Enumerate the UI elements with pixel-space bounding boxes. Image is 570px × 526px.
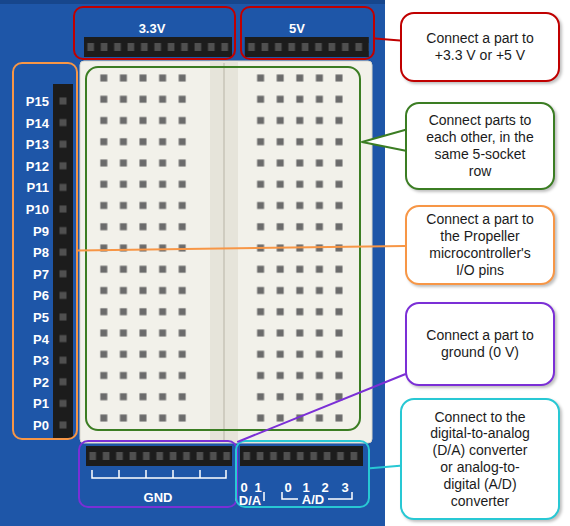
leader-line: [238, 374, 405, 441]
io-header-holes: [53, 90, 73, 436]
header-highlight: 010123D/AA/D: [235, 440, 370, 508]
pin-label: A/D: [302, 493, 324, 506]
pin-label: 1: [254, 481, 261, 494]
power-header-holes: [84, 37, 232, 57]
callout-box: Connect parts to each other, in the same…: [405, 102, 555, 190]
pin-label: P13: [26, 138, 49, 151]
pin-label: P9: [33, 224, 49, 237]
board-pcb: [0, 0, 385, 526]
pin-label: P12: [26, 159, 49, 172]
breadboard-holes: [251, 67, 349, 428]
pin-label: P7: [33, 267, 49, 280]
converter-header: [240, 446, 363, 466]
breadboard-holes: [94, 67, 192, 428]
power-header: [84, 37, 232, 57]
pin-label: P4: [33, 332, 49, 345]
ground-header: [86, 446, 232, 466]
board-edge: [0, 0, 385, 4]
gnd-bracket: [92, 470, 226, 478]
pin-label: 0: [240, 481, 247, 494]
converter-header-holes: [240, 446, 363, 466]
header-label: 3.3V: [139, 22, 166, 35]
pin-label: 3: [341, 481, 348, 494]
pin-label: P14: [26, 116, 49, 129]
pin-label: D/A: [239, 494, 261, 507]
header-highlight: GND: [78, 440, 238, 508]
breadboard: [80, 61, 372, 443]
callout-text: Connect a part to ground (0 V): [423, 327, 537, 361]
header-label: GND: [144, 491, 173, 504]
callout-box: Connect a part to the Propeller microcon…: [405, 205, 555, 285]
leader-line: [375, 39, 400, 41]
callout-text: Connect a part to +3.3 V or +5 V: [418, 30, 542, 64]
breadboard-channel: [210, 61, 238, 443]
callout-box: Connect to the digital-to-analog (D/A) c…: [400, 398, 560, 520]
callout-text: Connect to the digital-to-analog (D/A) c…: [426, 409, 534, 510]
pin-label: P15: [26, 95, 49, 108]
pin-label: P0: [33, 419, 49, 432]
leader-line: [78, 246, 405, 251]
header-highlight: 3.3V: [73, 6, 236, 60]
header-highlight: P15P14P13P12P11P10P9P8P7P6P5P4P3P2P1P0: [12, 62, 78, 440]
pin-label: P3: [33, 354, 49, 367]
pin-label: P5: [33, 311, 49, 324]
pin-label: P2: [33, 375, 49, 388]
pin-label: P10: [26, 203, 49, 216]
callout-text: Connect parts to each other, in the same…: [423, 112, 537, 179]
pin-label: P11: [27, 181, 49, 194]
callout-box: Connect a part to ground (0 V): [405, 302, 555, 386]
pin-label: 0: [284, 481, 291, 494]
pin-label: P6: [33, 289, 49, 302]
callout-text: Connect a part to the Propeller microcon…: [423, 211, 537, 278]
ground-header-holes: [86, 446, 232, 466]
leader-line: [370, 466, 400, 469]
channel-groove: [223, 63, 225, 441]
io-header: [53, 84, 73, 438]
header-highlight: 5V: [240, 6, 375, 60]
power-header: [245, 37, 369, 57]
pin-label: P8: [33, 246, 49, 259]
callout-box: Connect a part to +3.3 V or +5 V: [400, 12, 560, 82]
breadboard-highlight: [86, 67, 360, 430]
power-header-holes: [245, 37, 369, 57]
header-label: 5V: [289, 22, 305, 35]
pin-label: P1: [33, 397, 49, 410]
